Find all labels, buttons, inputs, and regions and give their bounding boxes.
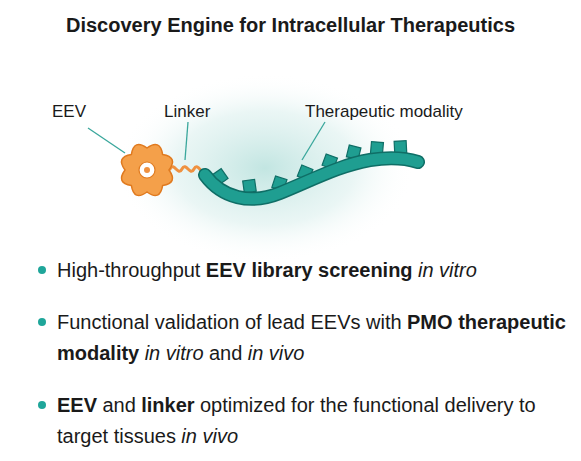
- bullet-dot: [38, 266, 46, 274]
- glow-background: [115, 73, 415, 263]
- bullet-text: and: [209, 342, 242, 364]
- bullet-dot: [38, 401, 46, 409]
- eev-symbol: [121, 144, 172, 195]
- title: Discovery Engine for Intracellular Thera…: [0, 14, 581, 37]
- bullet-text: linker: [141, 394, 194, 416]
- bullet-dot: [38, 318, 46, 326]
- leader-line: [88, 128, 125, 153]
- bullet-text: Functional validation of lead EEVs with: [57, 311, 402, 333]
- bullet-text: in vivo: [181, 425, 238, 447]
- bullet-text: EEV library screening: [206, 259, 413, 281]
- modality-tooth: [243, 179, 257, 193]
- part-label: Therapeutic modality: [305, 102, 463, 122]
- bullet-text: in vivo: [248, 342, 305, 364]
- bullet-text: EEV: [57, 394, 97, 416]
- bullet-text: in vitro: [418, 259, 477, 281]
- leader-line: [185, 122, 188, 160]
- bullet-item: High-throughput EEV library screeningin v…: [57, 255, 577, 286]
- eev-core: [139, 162, 155, 178]
- bullet-item: EEVandlinkeroptimized for the functional…: [57, 390, 577, 452]
- bullet-text: High-throughput: [57, 259, 200, 281]
- part-label: Linker: [164, 102, 210, 122]
- modality-outline: [205, 158, 418, 199]
- leader-line: [302, 122, 325, 160]
- modality-strand: [205, 158, 418, 199]
- eev-core-dot: [144, 167, 150, 173]
- part-label: EEV: [52, 102, 86, 122]
- bullet-item: Functional validation of lead EEVs withP…: [57, 307, 577, 369]
- bullet-text: and: [102, 394, 135, 416]
- bullet-text: in vitro: [145, 342, 204, 364]
